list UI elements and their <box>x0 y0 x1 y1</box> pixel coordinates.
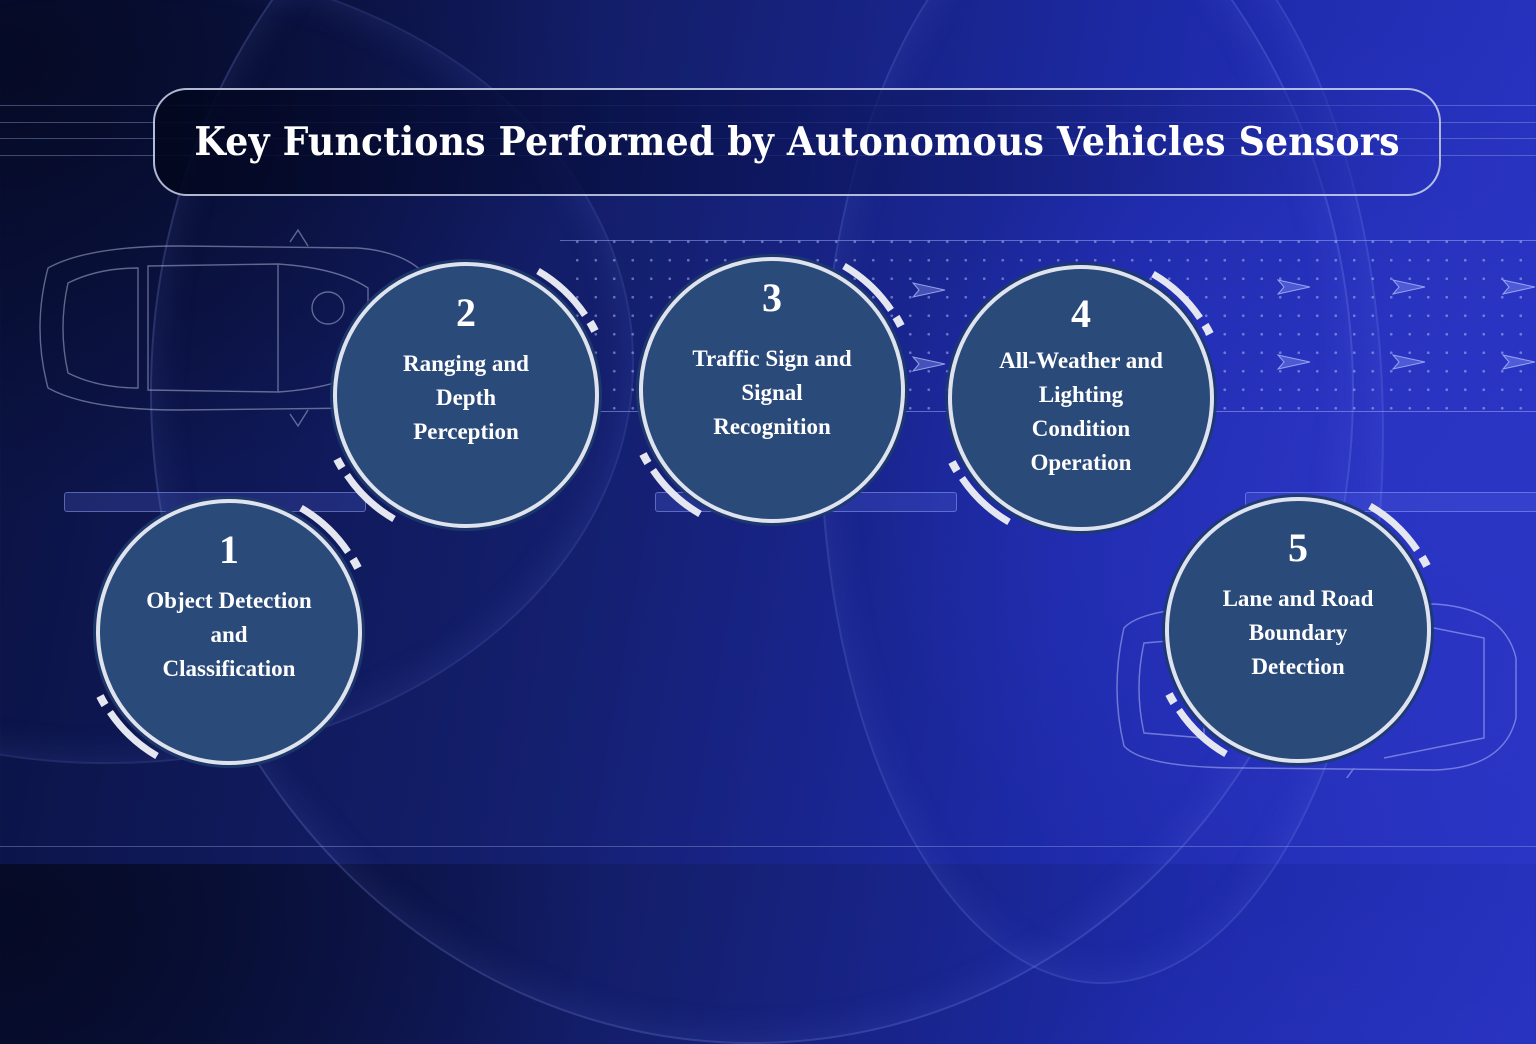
node-number: 2 <box>456 290 476 335</box>
arrow-head-icon <box>1392 279 1426 295</box>
node-content: 1 Object Detection and Classification <box>109 512 349 752</box>
node-label: Object Detection and Classification <box>119 584 339 686</box>
node-label-line: Recognition <box>713 414 831 439</box>
node-label-line: Ranging and <box>403 351 529 376</box>
background-line <box>0 846 1536 847</box>
function-node-4: 4 All-Weather and Lighting Condition Ope… <box>931 248 1231 548</box>
title-banner: Key Functions Performed by Autonomous Ve… <box>153 88 1441 196</box>
page-title: Key Functions Performed by Autonomous Ve… <box>194 119 1400 165</box>
arrow-head-icon <box>1277 279 1311 295</box>
node-label-line: Lane and Road <box>1222 586 1374 611</box>
node-content: 3 Traffic Sign and Signal Recognition <box>652 270 892 510</box>
node-ring-icon <box>1162 494 1434 766</box>
node-label-line: All-Weather and <box>999 348 1163 373</box>
arrow-head-icon <box>1502 279 1536 295</box>
node-label-line: Detection <box>1251 654 1345 679</box>
node-content: 2 Ranging and Depth Perception <box>346 275 586 515</box>
node-label-line: Operation <box>1030 450 1132 475</box>
node-label-line: Lighting <box>1038 382 1124 407</box>
node-label-line: Object Detection <box>146 588 312 613</box>
arrow-head-icon <box>1277 354 1311 370</box>
node-label: Ranging and Depth Perception <box>356 347 576 449</box>
node-label-line: Condition <box>1031 416 1131 441</box>
node-label-line: Perception <box>413 419 519 444</box>
node-label-line: and <box>210 622 248 647</box>
node-ring-icon <box>636 254 908 526</box>
node-number: 4 <box>1071 291 1091 336</box>
arrow-head-icon <box>1392 354 1426 370</box>
node-ring-icon <box>945 262 1217 534</box>
node-label: Traffic Sign and Signal Recognition <box>662 342 882 444</box>
node-ring-icon <box>93 496 365 768</box>
arrow-head-icon <box>1502 354 1536 370</box>
node-label-line: Classification <box>162 656 296 681</box>
function-node-3: 3 Traffic Sign and Signal Recognition <box>622 240 922 540</box>
node-number: 5 <box>1288 525 1308 570</box>
function-node-5: 5 Lane and Road Boundary Detection <box>1148 480 1448 780</box>
node-label-line: Depth <box>435 385 497 410</box>
node-number: 3 <box>762 275 782 320</box>
node-label: All-Weather and Lighting Condition Opera… <box>971 344 1191 480</box>
node-content: 5 Lane and Road Boundary Detection <box>1178 510 1418 750</box>
function-node-1: 1 Object Detection and Classification <box>79 482 379 782</box>
function-node-2: 2 Ranging and Depth Perception <box>316 245 616 545</box>
node-label: Lane and Road Boundary Detection <box>1188 582 1408 684</box>
node-content: 4 All-Weather and Lighting Condition Ope… <box>961 278 1201 518</box>
node-label-line: Traffic Sign and <box>692 346 852 371</box>
node-label-line: Signal <box>741 380 803 405</box>
node-number: 1 <box>219 527 239 572</box>
node-label-line: Boundary <box>1248 620 1348 645</box>
node-ring-icon <box>330 259 602 531</box>
